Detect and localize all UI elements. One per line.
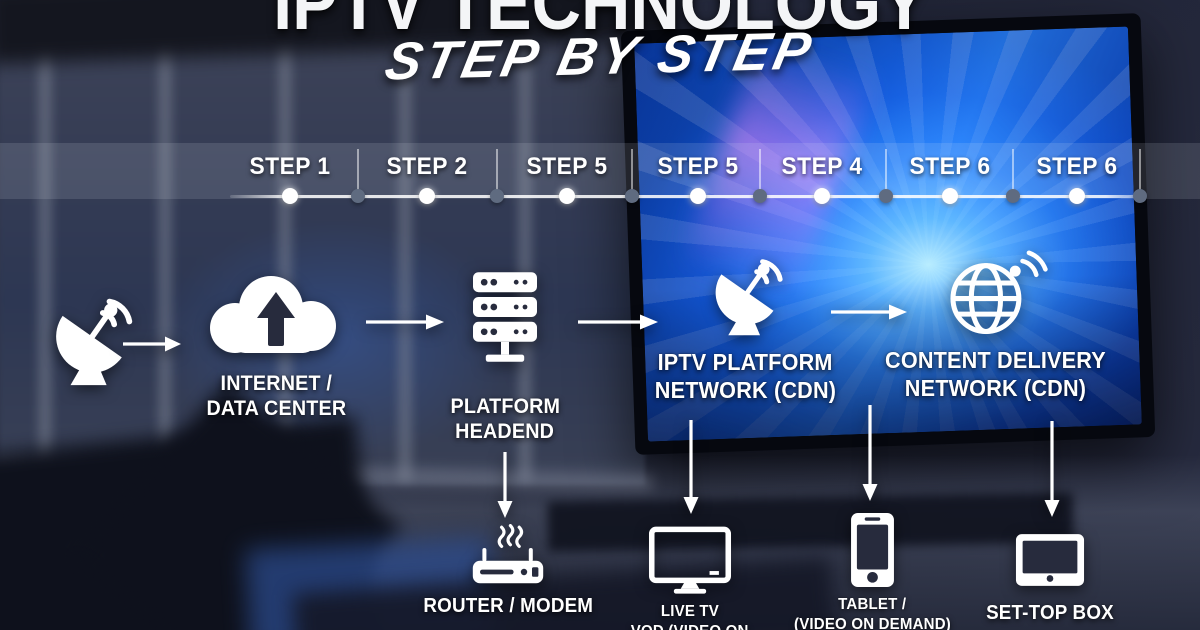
flow-node-internet-data-center: INTERNET / DATA CENTER	[190, 268, 362, 421]
timeline-dot-active	[419, 188, 435, 204]
timeline-step-label: STEP 5	[526, 153, 608, 180]
arrow-down-icon	[497, 452, 513, 518]
device-node-set-top-box: SET-TOP BOX	[986, 531, 1114, 625]
timeline-dot-inactive	[753, 189, 767, 203]
device-label: TABLET /	[837, 596, 907, 613]
arrow-down-icon	[1044, 421, 1060, 517]
timeline-dot-active	[1069, 188, 1085, 204]
cloud-upload-icon	[210, 276, 336, 353]
satellite-dish-icon	[56, 298, 133, 386]
device-label: LIVE TV	[660, 603, 720, 620]
node-label: HEADEND	[455, 420, 555, 443]
arrow-right-icon	[578, 314, 658, 330]
device-label: ROUTER / MODEM	[423, 595, 593, 617]
page-title: IPTV TECHNOLOGY	[273, 0, 927, 46]
timeline-divider	[1139, 149, 1141, 196]
timeline-dot-active	[942, 188, 958, 204]
timeline-dot-inactive	[490, 189, 504, 203]
timeline-dot-inactive	[351, 189, 365, 203]
device-label: SET-TOP BOX	[986, 602, 1114, 624]
background-window-sill	[0, 459, 653, 491]
flow-node-content-delivery: CONTENT DELIVERY NETWORK (CDN)	[885, 250, 1106, 402]
timeline-dot-inactive	[879, 189, 893, 203]
device-node-tablet: TABLET / (VIDEO ON DEMAND)	[794, 511, 950, 630]
timeline-divider	[759, 149, 761, 196]
timeline-divider	[357, 149, 359, 196]
smartphone-icon	[850, 512, 894, 588]
node-label: INTERNET /	[220, 372, 332, 395]
node-label: NETWORK (CDN)	[904, 375, 1087, 401]
device-node-live-tv: LIVE TV VOD (VIDEO ON	[630, 526, 750, 630]
device-label: (VIDEO ON DEMAND)	[793, 616, 951, 630]
flow-node-platform-headend: PLATFORM HEADEND	[430, 260, 580, 444]
timeline-step-label: STEP 1	[249, 153, 331, 180]
timeline-dot-active	[690, 188, 706, 204]
timeline-dot-inactive	[625, 189, 639, 203]
device-node-router: ROUTER / MODEM	[423, 524, 593, 618]
arrow-right-icon	[831, 304, 907, 320]
node-label: IPTV PLATFORM	[657, 349, 833, 375]
timeline-dot-inactive	[1133, 189, 1147, 203]
node-label: PLATFORM	[450, 395, 560, 418]
timeline-divider	[631, 149, 633, 196]
device-label: VOD (VIDEO ON	[631, 622, 749, 630]
timeline-dot-active	[559, 188, 575, 204]
server-stack-icon	[473, 272, 537, 362]
satellite-dish-icon	[715, 259, 783, 336]
timeline-divider	[885, 149, 887, 196]
timeline-step-label: STEP 2	[386, 153, 468, 180]
timeline-divider	[496, 149, 498, 196]
timeline-band	[0, 143, 1200, 199]
timeline-step-label: STEP 4	[781, 153, 863, 180]
arrow-right-icon	[123, 336, 181, 352]
router-icon	[472, 524, 544, 584]
timeline-step-label: STEP 5	[657, 153, 739, 180]
node-label: NETWORK (CDN)	[654, 377, 836, 403]
globe-signal-icon	[949, 250, 1048, 335]
flow-node-iptv-platform: IPTV PLATFORM NETWORK (CDN)	[654, 250, 836, 404]
timeline-step-label: STEP 6	[1036, 153, 1118, 180]
set-top-box-icon	[1015, 534, 1085, 586]
node-label: DATA CENTER	[206, 397, 346, 420]
timeline-dot-active	[814, 188, 830, 204]
node-label: CONTENT DELIVERY	[885, 347, 1106, 373]
background-sofa	[0, 416, 383, 630]
arrow-right-icon	[366, 314, 444, 330]
timeline-dot-active	[282, 188, 298, 204]
timeline-dot-inactive	[1006, 189, 1020, 203]
arrow-down-icon	[862, 405, 878, 501]
timeline-line	[230, 195, 1142, 198]
arrow-down-icon	[683, 420, 699, 514]
timeline-divider	[1012, 149, 1014, 196]
tv-monitor-icon	[648, 526, 732, 594]
timeline-step-label: STEP 6	[909, 153, 991, 180]
